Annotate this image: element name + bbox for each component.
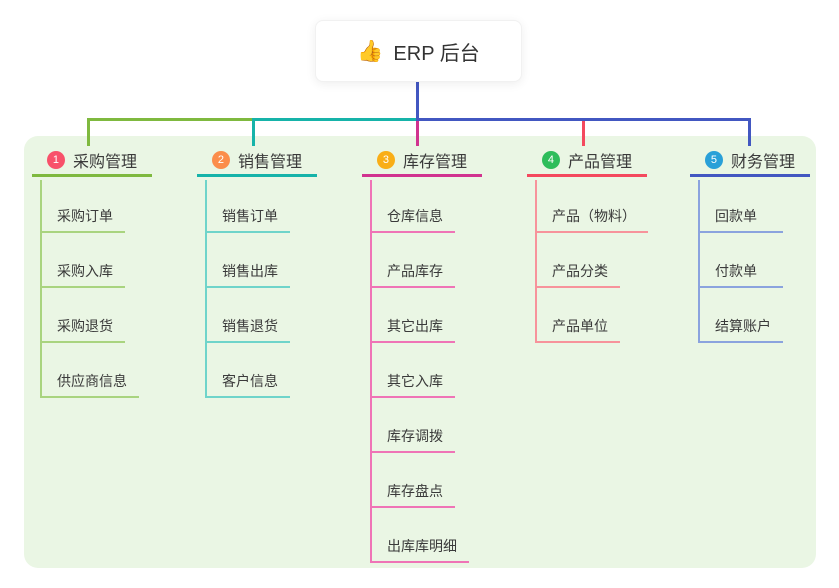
child-node[interactable]: 销售出库 (205, 262, 290, 288)
child-node[interactable]: 供应商信息 (40, 372, 139, 398)
child-node[interactable]: 客户信息 (205, 372, 290, 398)
child-node[interactable]: 产品单位 (535, 317, 620, 343)
child-node[interactable]: 仓库信息 (370, 207, 455, 233)
child-node[interactable]: 产品库存 (370, 262, 455, 288)
child-node[interactable]: 销售订单 (205, 207, 290, 233)
branch-header[interactable]: 2 销售管理 (197, 146, 317, 177)
branches-panel (24, 136, 816, 568)
child-node[interactable]: 库存调拨 (370, 427, 455, 453)
branch-title: 销售管理 (237, 154, 302, 171)
branch-header[interactable]: 5 财务管理 (690, 146, 810, 177)
root-node[interactable]: 👍 ERP 后台 (315, 20, 522, 82)
connector-drop (748, 121, 751, 146)
branch-title: 财务管理 (730, 154, 795, 171)
connector-bus-segment (416, 118, 751, 121)
branch-number-badge: 2 (211, 151, 230, 169)
branch-child-line (370, 180, 372, 563)
child-node[interactable]: 出库库明细 (370, 537, 469, 563)
child-node[interactable]: 采购入库 (40, 262, 125, 288)
child-node[interactable]: 采购退货 (40, 317, 125, 343)
child-node[interactable]: 采购订单 (40, 207, 125, 233)
child-node[interactable]: 库存盘点 (370, 482, 455, 508)
connector-drop (582, 121, 585, 146)
child-node[interactable]: 产品分类 (535, 262, 620, 288)
branch-child-line (535, 180, 537, 343)
branch-number-badge: 5 (704, 151, 723, 169)
branch-number-badge: 3 (376, 151, 395, 169)
branch-child-line (40, 180, 42, 398)
connector-drop (252, 121, 255, 146)
connector-drop (416, 121, 419, 146)
connector-bus-segment (252, 118, 416, 121)
connector-bus-segment (87, 118, 252, 121)
branch-title: 库存管理 (402, 154, 467, 171)
child-node[interactable]: 回款单 (698, 207, 783, 233)
branch-header[interactable]: 3 库存管理 (362, 146, 482, 177)
branch-header[interactable]: 4 产品管理 (527, 146, 647, 177)
child-node[interactable]: 结算账户 (698, 317, 783, 343)
connector-root-stem (416, 82, 419, 118)
child-node[interactable]: 付款单 (698, 262, 783, 288)
branch-child-line (698, 180, 700, 343)
connector-drop (87, 121, 90, 146)
branch-number-badge: 4 (541, 151, 560, 169)
branch-title: 产品管理 (567, 154, 632, 171)
thumbs-up-icon: 👍 (357, 39, 384, 63)
branch-header[interactable]: 1 采购管理 (32, 146, 152, 177)
branch-child-line (205, 180, 207, 398)
child-node[interactable]: 产品（物料） (535, 207, 648, 233)
root-title: ERP 后台 (393, 42, 480, 65)
child-node[interactable]: 销售退货 (205, 317, 290, 343)
branch-number-badge: 1 (46, 151, 65, 169)
child-node[interactable]: 其它出库 (370, 317, 455, 343)
child-node[interactable]: 其它入库 (370, 372, 455, 398)
branch-title: 采购管理 (72, 154, 137, 171)
